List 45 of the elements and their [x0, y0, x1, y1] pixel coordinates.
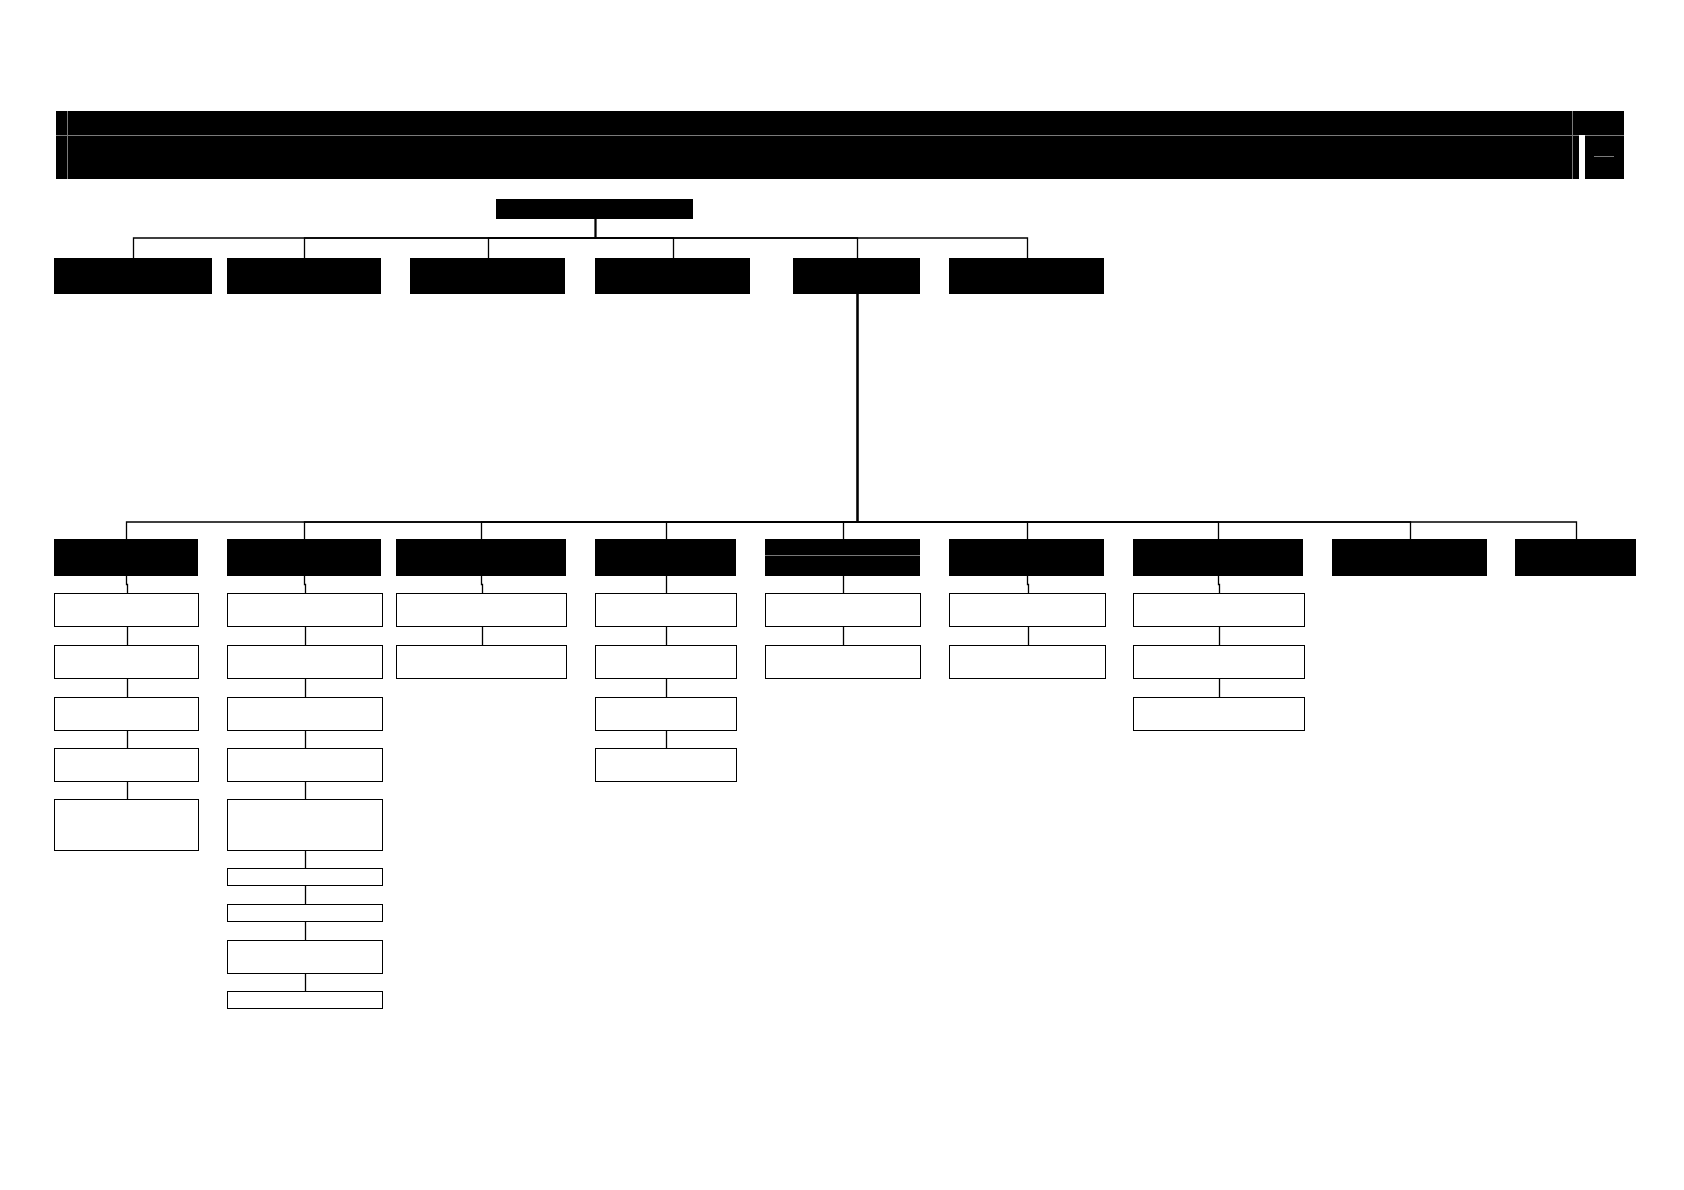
org-chart-box [396, 539, 566, 576]
org-chart-box [595, 697, 737, 731]
org-chart-box [54, 645, 199, 679]
org-chart-box [227, 940, 383, 974]
org-chart-box [949, 593, 1106, 627]
org-chart-box [1133, 539, 1303, 576]
org-chart-box [765, 593, 921, 627]
org-chart-box [496, 199, 693, 219]
org-chart-box [595, 748, 737, 782]
org-chart-box [595, 645, 737, 679]
org-chart-box [595, 258, 750, 294]
org-chart-box [396, 645, 567, 679]
org-chart-box [765, 539, 920, 576]
org-chart-box [1133, 697, 1305, 731]
org-chart-box [949, 258, 1104, 294]
org-chart-box [793, 258, 920, 294]
org-chart-box [396, 593, 567, 627]
org-chart-box [1332, 539, 1487, 576]
org-chart-box [227, 868, 383, 886]
org-chart-box [54, 593, 199, 627]
org-chart-box [227, 539, 381, 576]
org-chart-box [410, 258, 565, 294]
connector-line [856, 293, 1578, 540]
org-chart-box [227, 645, 383, 679]
org-chart-box [595, 539, 736, 576]
org-chart-box [949, 539, 1104, 576]
org-chart-box [227, 799, 383, 851]
connector-line [594, 218, 1029, 259]
org-chart-box [54, 799, 199, 851]
org-chart-box [1133, 645, 1305, 679]
org-chart-box [227, 593, 383, 627]
org-chart-box [54, 539, 198, 576]
org-chart-box [949, 645, 1106, 679]
org-chart-box [765, 645, 921, 679]
org-chart-box [1133, 593, 1305, 627]
org-chart-box [595, 593, 737, 627]
org-chart-box [54, 697, 199, 731]
org-chart-box [227, 258, 381, 294]
org-chart-box [227, 991, 383, 1009]
org-chart-box [1515, 539, 1636, 576]
org-chart-box [227, 904, 383, 922]
org-chart-box [227, 697, 383, 731]
org-chart-box [54, 258, 212, 294]
org-chart-box [227, 748, 383, 782]
org-chart-box [54, 748, 199, 782]
